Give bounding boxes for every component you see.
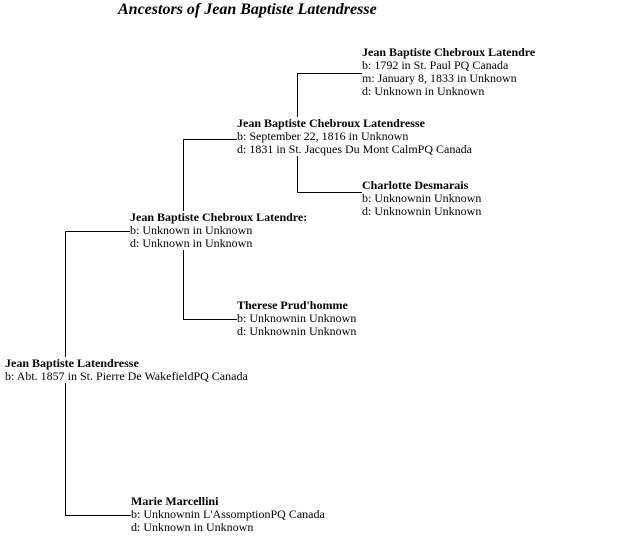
connector-father-to-grandmother-stub <box>183 319 237 320</box>
person-death: d: Unknownin Unknown <box>237 324 357 338</box>
connector-father-to-grandfather-stub <box>183 139 237 140</box>
person-birth: b: Abt. 1857 in St. Pierre De WakefieldP… <box>5 369 248 383</box>
connector-subject-to-mother-stub <box>65 515 131 516</box>
person-block-great-grandfather: Jean Baptiste Chebroux Latendre b: 1792 … <box>362 45 536 98</box>
person-birth: b: September 22, 1816 in Unknown <box>237 129 409 143</box>
person-death: d: Unknown in Unknown <box>130 236 253 250</box>
person-name: Jean Baptiste Chebroux Latendre <box>362 45 536 59</box>
person-birth: b: Unknownin L'AssomptionPQ Canada <box>131 507 325 521</box>
person-marriage: m: January 8, 1833 in Unknown <box>362 71 517 85</box>
connector-grandfather-to-ggfather-stub <box>297 73 362 74</box>
connector-grandfather-to-ggmother-stub <box>297 192 362 193</box>
person-death: d: Unknownin Unknown <box>362 204 482 218</box>
person-name: Therese Prud'homme <box>237 298 348 312</box>
person-death: d: 1831 in St. Jacques Du Mont CalmPQ Ca… <box>237 142 472 156</box>
person-death: d: Unknown in Unknown <box>131 520 254 534</box>
person-birth: b: 1792 in St. Paul PQ Canada <box>362 58 509 72</box>
person-name: Jean Baptiste Chebroux Latendresse <box>237 116 425 130</box>
person-birth: b: Unknown in Unknown <box>130 223 253 237</box>
person-birth: b: Unknownin Unknown <box>362 191 482 205</box>
person-name: Marie Marcellini <box>131 494 219 508</box>
person-death: d: Unknown in Unknown <box>362 84 485 98</box>
person-block-father: Jean Baptiste Chebroux Latendre: b: Unkn… <box>130 210 308 250</box>
person-block-grandfather: Jean Baptiste Chebroux Latendresse b: Se… <box>237 117 472 156</box>
person-block-grandmother: Therese Prud'homme b: Unknownin Unknown … <box>237 298 357 338</box>
person-block-mother: Marie Marcellini b: Unknownin L'Assompti… <box>131 495 325 534</box>
person-block-subject: Jean Baptiste Latendresse b: Abt. 1857 i… <box>5 357 248 383</box>
person-block-great-grandmother: Charlotte Desmarais b: Unknownin Unknown… <box>362 178 482 218</box>
person-name: Jean Baptiste Chebroux Latendre: <box>130 210 308 224</box>
person-birth: b: Unknownin Unknown <box>237 311 357 325</box>
person-name: Charlotte Desmarais <box>362 178 469 192</box>
chart-title: Ancestors of Jean Baptiste Latendresse <box>118 1 377 18</box>
person-name: Jean Baptiste Latendresse <box>5 356 139 370</box>
connector-subject-to-father-stub <box>65 231 131 232</box>
